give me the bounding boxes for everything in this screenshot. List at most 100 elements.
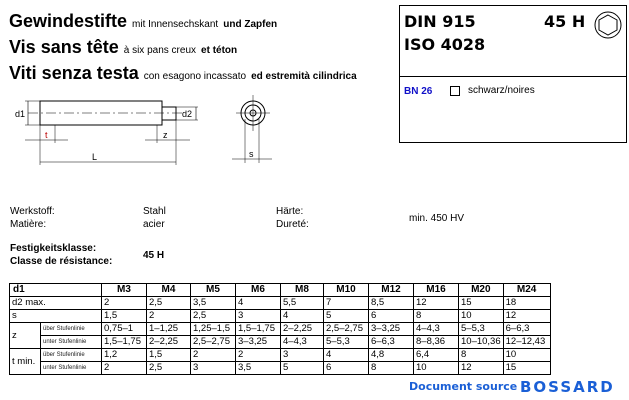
table-cell: 4: [323, 348, 369, 362]
title-sub-bold: ed estremità cilindrica: [251, 71, 357, 82]
table-cell: 12: [413, 296, 459, 310]
document-source-label: Document source :: [409, 380, 526, 393]
material-value-fr: acier: [143, 219, 165, 230]
size-header: M10: [323, 283, 369, 297]
dim-d1: d1: [15, 109, 25, 119]
class-label-fr: Classe de résistance:: [10, 256, 113, 267]
table-cell: 5–5,3: [458, 322, 504, 336]
hardness-label-de: Härte:: [276, 206, 304, 217]
table-cell: 6,4: [413, 348, 459, 362]
bn-number: BN 26: [404, 86, 433, 97]
table-cell: 5: [280, 361, 324, 375]
iso-number: ISO 4028: [404, 35, 486, 54]
dim-s: s: [249, 149, 254, 159]
table-cell: 2,5–2,75: [190, 335, 236, 349]
din-number: DIN 915: [404, 12, 476, 31]
table-cell: 4–4,3: [413, 322, 459, 336]
table-cell: 2: [101, 296, 147, 310]
table-cell: 3–3,25: [368, 322, 414, 336]
material-label-fr: Matière:: [10, 219, 47, 230]
table-cell: 12–12,43: [502, 335, 551, 349]
table-cell: 15: [458, 296, 504, 310]
dim-t: t: [45, 130, 48, 140]
table-cell: 1,5–1,75: [101, 335, 147, 349]
size-header: M6: [235, 283, 281, 297]
title-sub-bold: und Zapfen: [223, 19, 278, 30]
title-sub: à six pans creux: [123, 45, 197, 56]
bossard-logo: BOSSARD: [520, 378, 615, 396]
standard-box: DIN 915 ISO 4028 45 H BN 26 schwarz/noir…: [399, 5, 627, 143]
finish-label: schwarz/noires: [468, 85, 535, 96]
dimensions-table: d1 M3 M4 M5 M6 M8 M10 M12 M16 M20 M24 d2…: [9, 283, 551, 375]
row-label: d2 max.: [9, 296, 102, 310]
row-sublabel: über Stufenlinie: [40, 348, 102, 362]
title-sub-bold: et téton: [201, 45, 238, 56]
table-cell: 0,75–1: [101, 322, 147, 336]
table-cell: 5,5: [280, 296, 324, 310]
table-cell: 1,5–1,75: [235, 322, 281, 336]
table-cell: 10–10,36: [458, 335, 504, 349]
size-header: M20: [458, 283, 504, 297]
table-cell: 2,5: [190, 309, 236, 323]
title-main: Vis sans tête: [9, 37, 119, 57]
table-cell: 2: [235, 348, 281, 362]
title-sub: mit Innensechskant: [132, 19, 219, 30]
table-cell: 2,5–2,75: [323, 322, 369, 336]
row-sublabel: unter Stufenlinie: [40, 335, 102, 349]
header-d1: d1: [9, 283, 102, 297]
finish-checkbox[interactable]: [450, 86, 460, 96]
table-cell: 5–5,3: [323, 335, 369, 349]
box-divider: [400, 76, 626, 77]
table-cell: 1,5: [101, 309, 147, 323]
table-cell: 2–2,25: [146, 335, 191, 349]
hex-socket-icon: [594, 11, 622, 39]
table-cell: 1–1,25: [146, 322, 191, 336]
dim-z: z: [163, 130, 168, 140]
title-de: Gewindestifte mit Innensechskant und Zap…: [9, 11, 277, 35]
table-cell: 3,5: [190, 296, 236, 310]
strength-class: 45 H: [544, 12, 586, 31]
table-cell: 2,5: [146, 296, 191, 310]
row-label: s: [9, 309, 102, 323]
table-header-row: d1 M3 M4 M5 M6 M8 M10 M12 M16 M20 M24: [9, 283, 551, 297]
size-header: M8: [280, 283, 324, 297]
table-cell: 12: [502, 309, 551, 323]
table-cell: 12: [458, 361, 504, 375]
table-cell: 10: [413, 361, 459, 375]
table-cell: 18: [502, 296, 551, 310]
dim-d2: d2: [182, 109, 192, 119]
table-cell: 6–6,3: [368, 335, 414, 349]
table-cell: 8: [458, 348, 504, 362]
size-header: M16: [413, 283, 459, 297]
title-fr: Vis sans tête à six pans creux et téton: [9, 37, 237, 61]
size-header: M24: [502, 283, 551, 297]
table-cell: 3: [280, 348, 324, 362]
title-main: Gewindestifte: [9, 11, 128, 31]
table-cell: 4: [235, 296, 281, 310]
table-cell: 1,5: [146, 348, 191, 362]
table-cell: 8: [413, 309, 459, 323]
dim-L: L: [92, 152, 97, 162]
table-cell: 2–2,25: [280, 322, 324, 336]
table-cell: 15: [502, 361, 551, 375]
table-cell: 1,2: [101, 348, 147, 362]
title-main: Viti senza testa: [9, 63, 139, 83]
title-it: Viti senza testa con esagono incassato e…: [9, 63, 357, 87]
row-sublabel: über Stufenlinie: [40, 322, 102, 336]
size-header: M5: [190, 283, 236, 297]
size-header: M12: [368, 283, 414, 297]
table-cell: 5: [323, 309, 369, 323]
table-cell: 3–3,25: [235, 335, 281, 349]
class-label-de: Festigkeitsklasse:: [10, 243, 97, 254]
row-label: t min.: [9, 348, 41, 375]
hardness-value: min. 450 HV: [409, 213, 465, 224]
table-cell: 4: [280, 309, 324, 323]
table-cell: 10: [458, 309, 504, 323]
table-cell: 4,8: [368, 348, 414, 362]
